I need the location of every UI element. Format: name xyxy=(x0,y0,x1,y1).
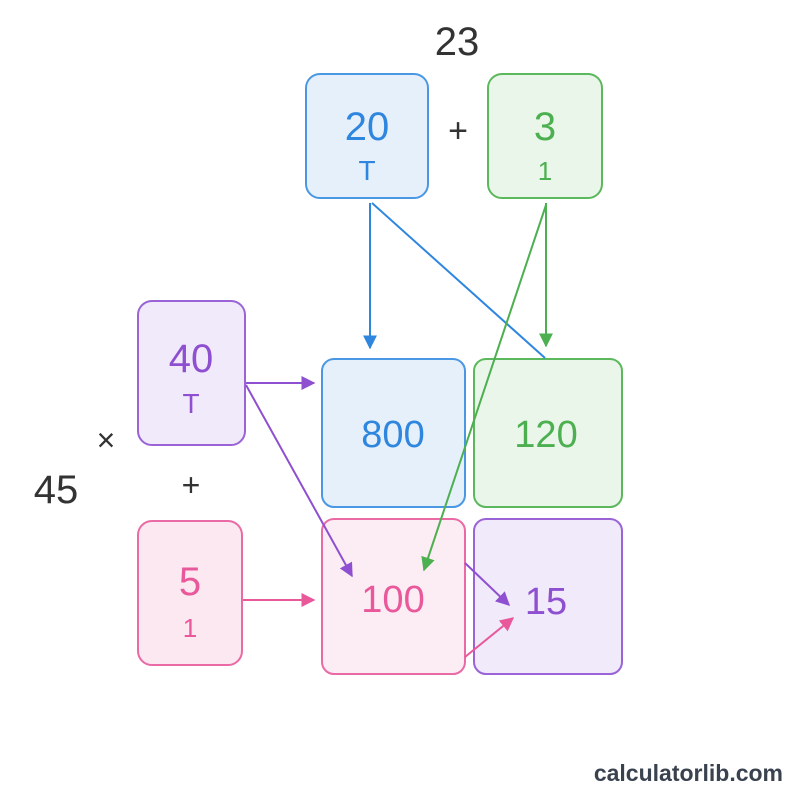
multiplier-ones-box xyxy=(137,520,243,666)
multiplicand-tens-box xyxy=(305,73,429,199)
multiplicand-ones-place: 1 xyxy=(538,156,552,186)
product-tens-ones-box xyxy=(473,358,623,508)
product-tens-tens-box xyxy=(321,358,466,508)
multiplier-plus-sign: + xyxy=(182,467,201,503)
product-ones-tens-value: 100 xyxy=(361,579,424,621)
arrow-40-to-100 xyxy=(245,384,353,578)
line-20-to-120 xyxy=(371,202,546,359)
arrow-3-to-100 xyxy=(421,204,547,572)
multiplier-tens-value: 40 xyxy=(169,337,214,381)
multiplicand-ones-value: 3 xyxy=(534,105,556,149)
arrow-to-15-purple xyxy=(464,562,511,606)
multiplier-tens-box xyxy=(137,300,246,446)
multiplicand-tens-place: T xyxy=(358,155,375,186)
multiplier-ones-place: 1 xyxy=(183,613,197,643)
multiplicand-tens-value: 20 xyxy=(345,105,390,149)
multiplier-tens-place: T xyxy=(182,388,199,419)
product-tens-ones-value: 120 xyxy=(514,414,577,456)
product-ones-ones-box xyxy=(473,518,623,675)
product-ones-ones-value: 15 xyxy=(525,581,567,623)
brand-watermark: calculatorlib.com xyxy=(594,760,783,786)
multiplier-total: 45 xyxy=(34,468,79,512)
product-tens-tens-value: 800 xyxy=(361,414,424,456)
arrow-to-15-pink xyxy=(464,617,515,658)
multiplicand-total: 23 xyxy=(435,20,480,64)
multiplication-sign: × xyxy=(97,422,116,458)
multiplier-ones-value: 5 xyxy=(179,560,201,604)
multiplicand-plus-sign: + xyxy=(448,112,468,150)
multiplicand-ones-box xyxy=(487,73,603,199)
